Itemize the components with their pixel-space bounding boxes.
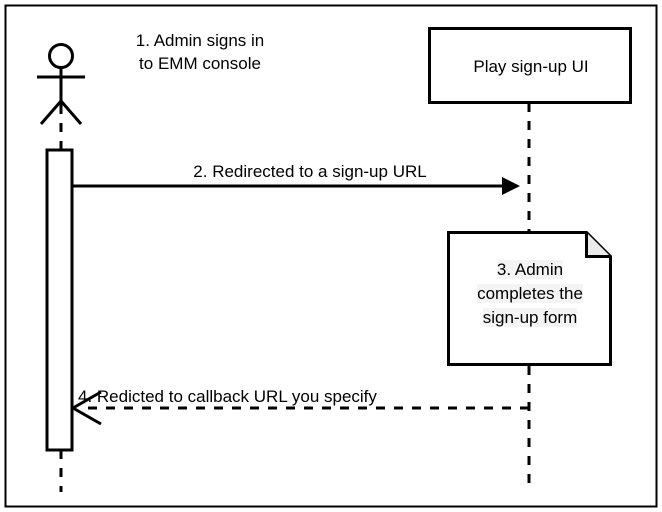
note-text-line-3: sign-up form <box>482 308 578 328</box>
note-text-line-1: 3. Admin <box>496 260 564 279</box>
play-sign-up-ui-box <box>428 27 632 104</box>
stick-figure-actor-icon <box>37 43 85 125</box>
message-4-label: 4. Redicted to callback URL you specify <box>78 387 377 406</box>
actor-caption-line-1: 1. Admin signs in <box>135 31 265 50</box>
actor-caption-line-2: to EMM console <box>139 53 261 73</box>
note-text-line-2: completes the <box>477 284 583 304</box>
actor-caption-step-1: 1. Admin signs in to EMM console <box>92 30 308 76</box>
message-4-arrow <box>69 390 529 426</box>
message-2-arrow <box>72 177 520 195</box>
play-sign-up-ui-label: Play sign-up UI <box>473 57 589 76</box>
actor-activation-bar <box>45 148 74 452</box>
message-2-label: 2. Redirected to a sign-up URL <box>193 162 427 181</box>
note-text-step-3: 3. Admin completes the sign-up form <box>452 258 608 330</box>
